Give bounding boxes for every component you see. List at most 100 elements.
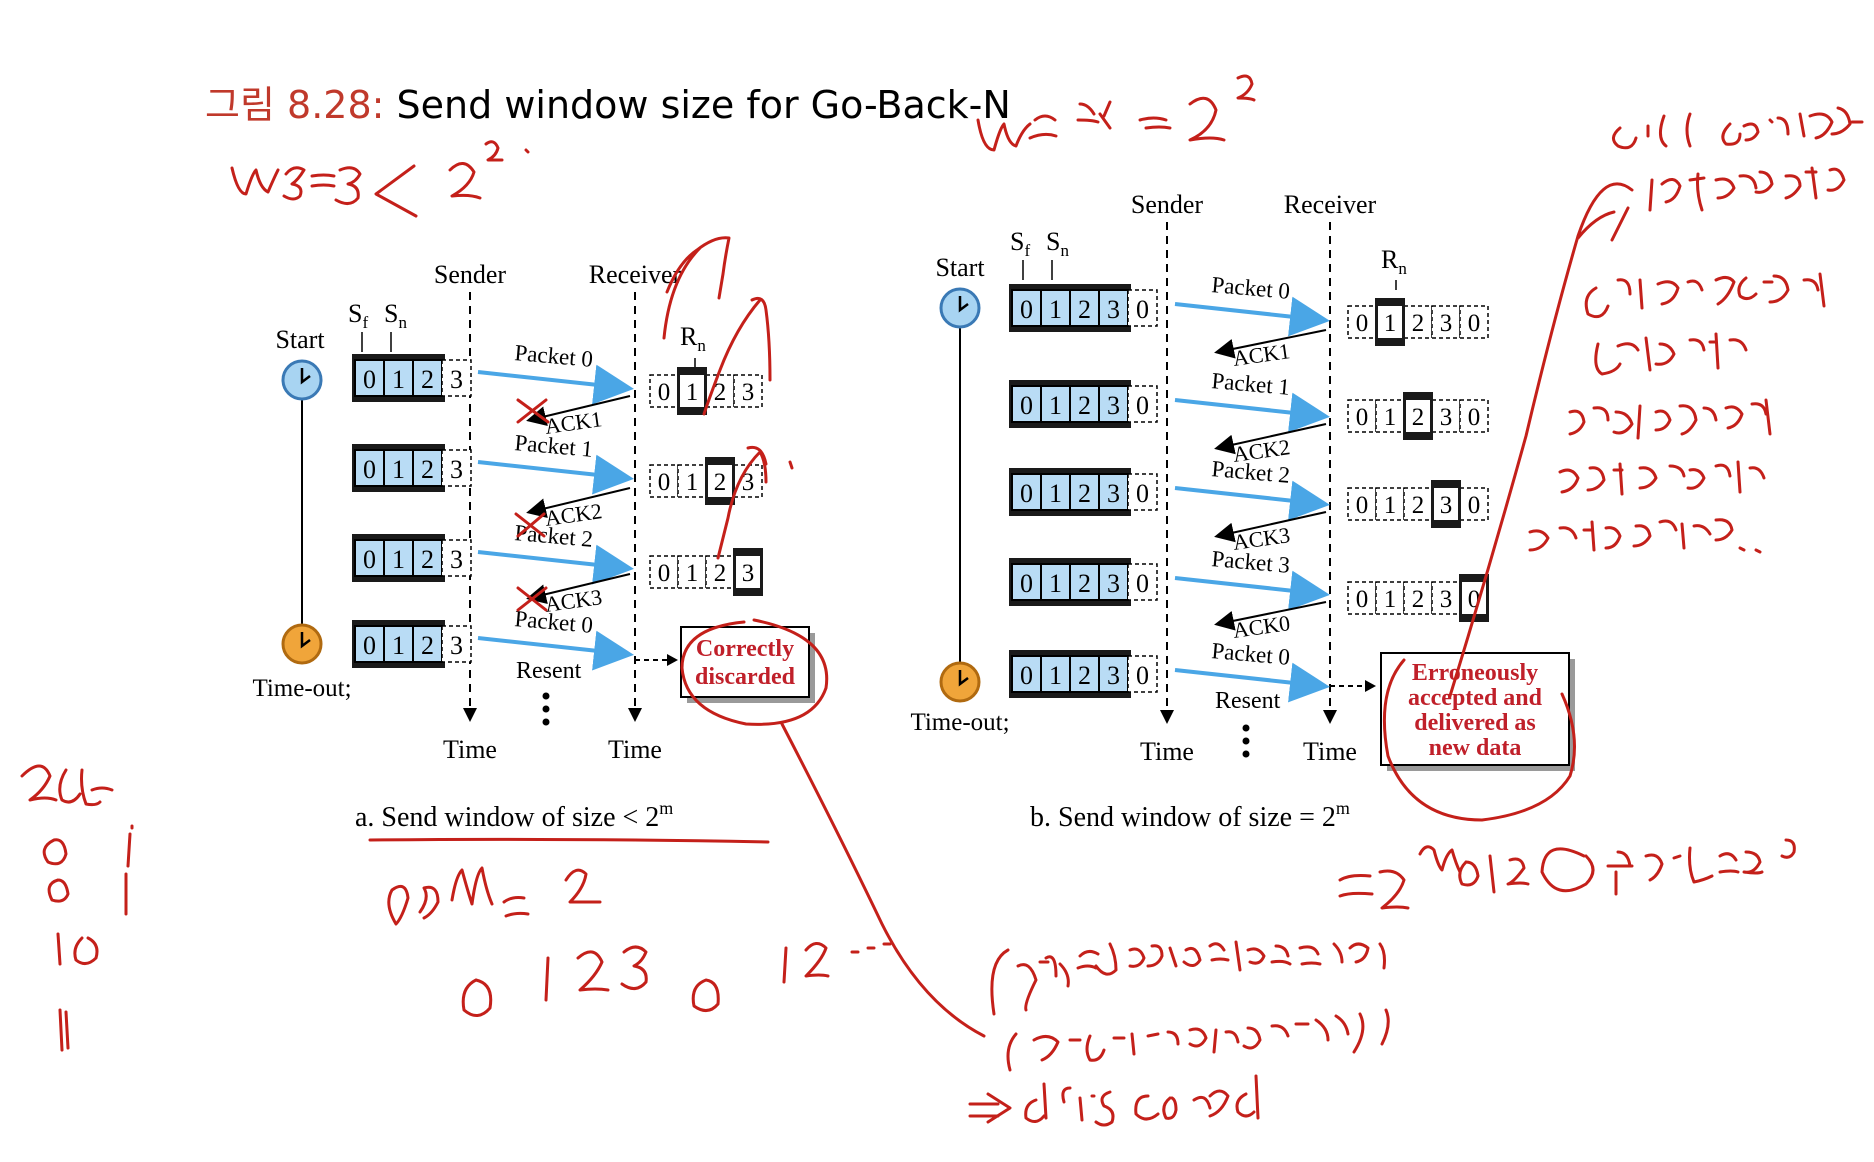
rn-label-b: Rn	[1381, 245, 1407, 278]
packet-b-label: Packet 0	[1211, 272, 1291, 304]
result-line-b: Erroneously	[1412, 660, 1538, 686]
sender-window-b-cell-label: 1	[1049, 661, 1062, 690]
panel-b: Sender Receiver Time Time Start Time-out…	[910, 190, 1575, 833]
start-label-a: Start	[275, 325, 325, 354]
sender-window-b-cell	[1069, 289, 1100, 327]
sender-window-a-cell	[412, 359, 443, 397]
result-line1-a: Correctly	[696, 636, 794, 662]
caption-a: a. Send window of size < 2m	[355, 798, 673, 833]
sender-window-b-cell-label: 2	[1078, 479, 1091, 508]
ack-a-label: ACK2	[543, 498, 603, 531]
sender-window-a-cell	[412, 449, 443, 487]
timeout-label-b: Time-out;	[910, 709, 1009, 736]
time-label-sender-a: Time	[443, 735, 497, 764]
receiver-window-a-cell-label: 0	[658, 469, 671, 496]
sender-window-b-cell-label: 2	[1078, 295, 1091, 324]
sender-window-b-cell-label: 3	[1107, 661, 1120, 690]
receiver-window-a-cell	[677, 555, 707, 589]
receiver-window-b-cell	[1375, 581, 1405, 615]
sender-window-b-cell-label: 0	[1136, 391, 1149, 420]
sender-window-a-cell-label: 2	[421, 545, 434, 574]
sender-window-a-cell-label: 2	[421, 631, 434, 660]
receiver-window-b-cell-label: 3	[1440, 492, 1453, 519]
sender-window-a-cell	[383, 625, 414, 663]
sender-window-a-cell	[354, 539, 385, 577]
receiver-window-b-cell	[1347, 487, 1377, 521]
sender-window-b-cell	[1069, 563, 1100, 601]
receiver-window-b-cell-label: 2	[1412, 404, 1425, 431]
sender-window-b-cell-label: 1	[1049, 479, 1062, 508]
sn-label-a: Sn	[384, 299, 407, 332]
sender-window-b-cell-label: 0	[1020, 479, 1033, 508]
receiver-window-b-cell-label: 2	[1412, 310, 1425, 337]
receiver-window-a-cell-label: 2	[714, 560, 727, 587]
sender-window-b-cell-label: 0	[1136, 295, 1149, 324]
sender-window-a-cell-label: 1	[392, 631, 405, 660]
receiver-window-b-cell-label: 0	[1356, 586, 1369, 613]
sender-window-a-cell-label: 0	[363, 631, 376, 660]
sender-window-a-cell-label: 0	[363, 365, 376, 394]
sn-label-b: Sn	[1046, 227, 1069, 260]
receiver-window-b-cell	[1431, 581, 1461, 615]
receiver-window-a-cell-label: 3	[742, 469, 755, 496]
figure-title: 그림 8.28: Send window size for Go-Back-N	[205, 74, 1011, 129]
sender-window-b-cell-label: 1	[1049, 295, 1062, 324]
handwritten-annotations	[20, 74, 1864, 1127]
ack-a-label: ACK1	[543, 406, 603, 439]
receiver-window-b-cell	[1375, 399, 1405, 433]
receiver-window-a-cell-label: 0	[658, 560, 671, 587]
sender-window-a-cell-label: 3	[450, 545, 463, 574]
sender-window-b-cell-label: 2	[1078, 569, 1091, 598]
receiver-window-a-cell	[733, 374, 763, 408]
receiver-window-a-cell-label: 2	[714, 379, 727, 406]
packet-a-arrow	[477, 364, 634, 405]
sender-window-b-cell	[1127, 473, 1158, 511]
sender-window-b-cell	[1011, 563, 1042, 601]
sender-window-a-cell	[383, 359, 414, 397]
packet-b-arrow	[1174, 392, 1330, 433]
packet-a-arrow	[477, 630, 634, 671]
sender-window-b-cell-label: 2	[1078, 391, 1091, 420]
sender-window-b-cell	[1069, 385, 1100, 423]
packet-a-arrow	[477, 544, 634, 585]
sender-window-a-cell-label: 3	[450, 631, 463, 660]
receiver-label-a: Receiver	[589, 260, 682, 289]
receiver-window-b-cell-label: 0	[1356, 310, 1369, 337]
ack-b-label: ACK0	[1231, 610, 1291, 643]
sender-window-b-cell-label: 3	[1107, 295, 1120, 324]
packet-b-label: Packet 1	[1211, 368, 1291, 400]
sender-window-b-cell-label: 0	[1020, 391, 1033, 420]
sender-window-b-cell	[1127, 655, 1158, 693]
ack-a-arrow	[526, 395, 631, 426]
sender-window-b-cell	[1098, 655, 1129, 693]
packet-a-arrow	[477, 454, 634, 495]
sender-window-b-cell-label: 0	[1020, 661, 1033, 690]
sender-window-b-cell-label: 3	[1107, 569, 1120, 598]
receiver-window-b-cell	[1459, 399, 1489, 433]
packet-b-arrow	[1174, 570, 1330, 611]
receiver-window-b-cell-label: 3	[1440, 586, 1453, 613]
sender-window-b-cell-label: 1	[1049, 391, 1062, 420]
receiver-window-b-cell	[1347, 305, 1377, 339]
caption-b: b. Send window of size = 2m	[1030, 798, 1350, 833]
sender-label-a: Sender	[434, 260, 507, 289]
receiver-window-b-cell-label: 1	[1384, 404, 1397, 431]
receiver-window-b-cell-label: 3	[1440, 404, 1453, 431]
sender-window-a-cell	[354, 449, 385, 487]
start-clock-icon-a	[281, 359, 323, 401]
sender-window-b-cell	[1040, 473, 1071, 511]
ack-b-label: ACK1	[1231, 338, 1291, 371]
resent-label-b: Resent	[1215, 688, 1281, 714]
sender-window-b-cell	[1040, 385, 1071, 423]
packet-b-arrow	[1174, 662, 1330, 703]
receiver-window-b-cell-label: 0	[1468, 310, 1481, 337]
ack-a-arrow	[526, 487, 631, 518]
sender-window-b-cell-label: 1	[1049, 569, 1062, 598]
sender-window-a-cell	[412, 625, 443, 663]
sender-window-a-cell-label: 2	[421, 455, 434, 484]
receiver-window-b-cell-label: 1	[1384, 586, 1397, 613]
sender-window-b-cell-label: 0	[1136, 479, 1149, 508]
sender-window-a-cell-label: 3	[450, 455, 463, 484]
